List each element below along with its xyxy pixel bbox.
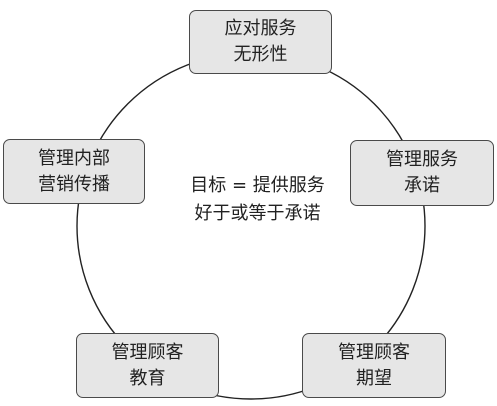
node-customer-expectations-line1: 管理顾客: [338, 341, 410, 363]
node-customer-education-line1: 管理顾客: [111, 341, 184, 363]
node-service-promises: 管理服务 承诺: [350, 140, 494, 206]
node-internal-marketing: 管理内部 营销传播: [3, 139, 145, 204]
node-intangibility-line2: 无形性: [233, 44, 288, 65]
node-service-promises-line2: 承诺: [404, 175, 440, 196]
node-customer-expectations: 管理顾客 期望: [302, 333, 446, 398]
goal-statement-line1: 目标 = 提供服务: [190, 175, 325, 196]
node-customer-education-line2: 教育: [129, 367, 166, 389]
node-internal-marketing-line1: 管理内部: [38, 147, 110, 169]
goal-statement-line2: 好于或等于承诺: [194, 203, 321, 224]
node-customer-expectations-line2: 期望: [356, 367, 392, 389]
node-internal-marketing-line2: 营销传播: [38, 173, 110, 195]
node-intangibility: 应对服务 无形性: [189, 10, 332, 74]
goal-statement: 目标 = 提供服务 好于或等于承诺: [170, 172, 345, 228]
node-service-promises-line1: 管理服务: [386, 149, 458, 170]
node-customer-education: 管理顾客 教育: [76, 333, 219, 398]
node-intangibility-line1: 应对服务: [224, 18, 297, 39]
